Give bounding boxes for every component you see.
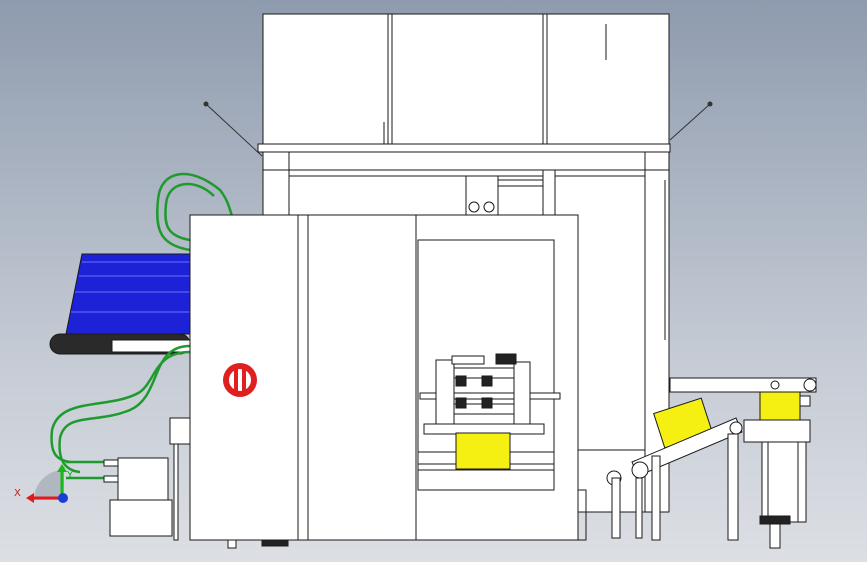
control-module bbox=[103, 417, 191, 541]
product-box-center bbox=[455, 432, 511, 470]
outfeed-conveyor bbox=[606, 377, 817, 549]
upper-cabinet bbox=[262, 13, 670, 145]
axis-x-label: X bbox=[14, 488, 21, 499]
infeed-hopper bbox=[49, 253, 191, 355]
axis-triad-icon[interactable]: X Y bbox=[14, 464, 74, 503]
clamp-mechanism bbox=[419, 353, 561, 435]
left-antenna bbox=[203, 101, 263, 157]
right-antenna bbox=[669, 101, 713, 141]
axis-y-label: Y bbox=[66, 470, 74, 481]
hoses bbox=[50, 172, 234, 480]
logo-emblem-icon bbox=[223, 363, 257, 397]
